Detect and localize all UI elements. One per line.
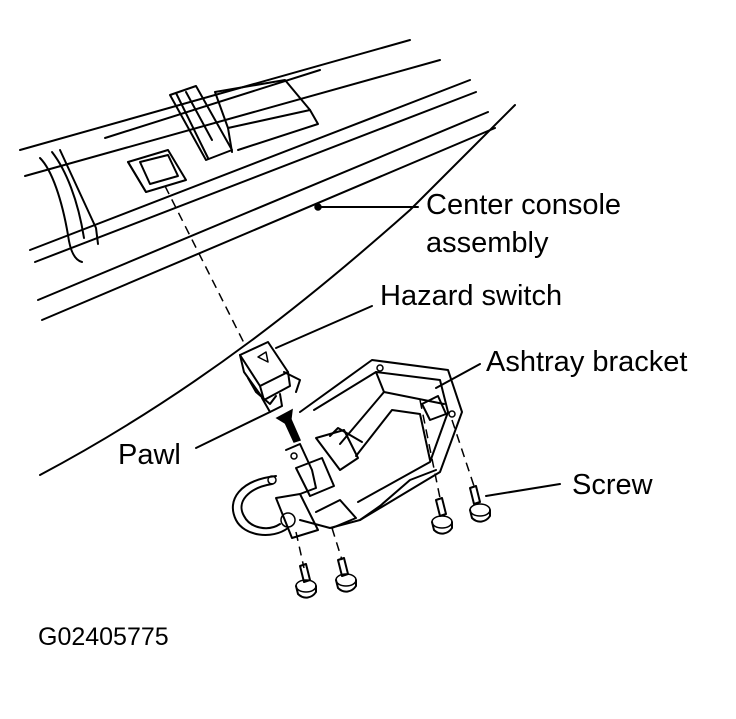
screw-leader-line xyxy=(485,483,561,497)
center-console-assembly xyxy=(19,39,516,476)
ashtray-bracket-label: Ashtray bracket xyxy=(486,346,687,378)
screw-guide-line-1 xyxy=(295,531,305,569)
screw-1 xyxy=(295,563,317,599)
hazard-switch xyxy=(239,305,373,413)
screw-guide-line-3 xyxy=(419,399,441,499)
screw-guide-line-2 xyxy=(331,527,343,561)
screw-4 xyxy=(469,485,491,523)
ashtray-bracket xyxy=(231,359,481,539)
screw-guide-line-4 xyxy=(451,419,475,487)
center-console-label-line2: assembly xyxy=(426,227,549,259)
hazard-switch-label: Hazard switch xyxy=(380,280,562,312)
screw-2 xyxy=(335,557,357,593)
screw-label: Screw xyxy=(572,469,654,501)
pawl-pointer xyxy=(195,408,302,449)
pawl-label: Pawl xyxy=(118,439,181,471)
figure-id: G02405775 xyxy=(38,623,169,651)
screw-3 xyxy=(431,497,453,535)
center-console-label-line1: Center console xyxy=(426,189,621,221)
install-guide-line xyxy=(164,185,246,346)
